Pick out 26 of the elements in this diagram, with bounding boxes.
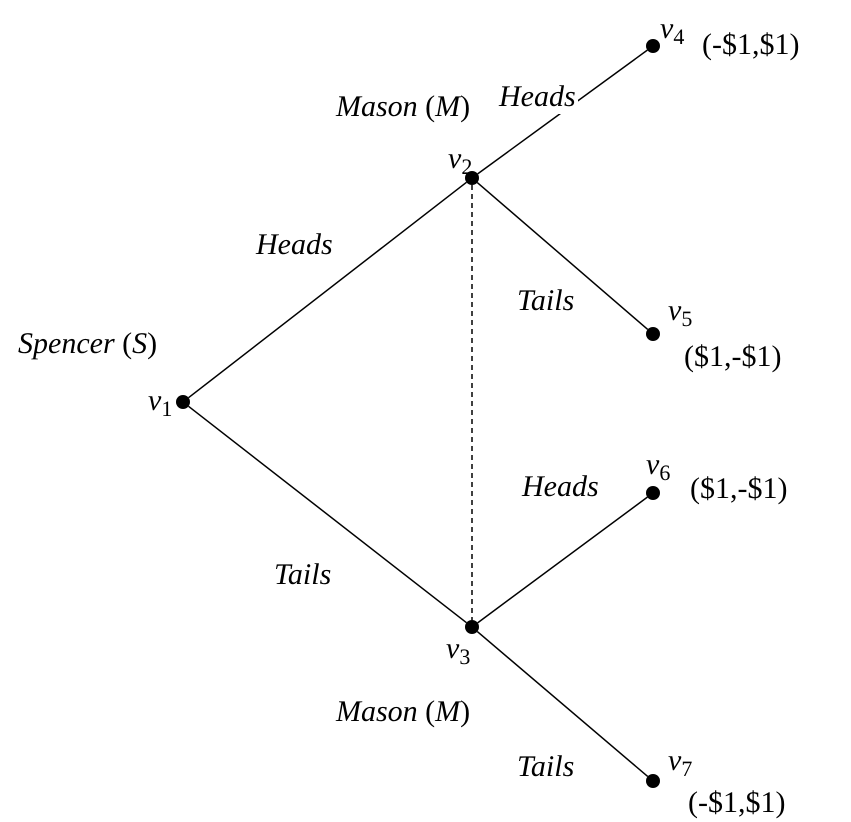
decision-node-dot xyxy=(465,620,479,634)
decision-node-dot xyxy=(646,486,660,500)
decision-node-dot xyxy=(646,774,660,788)
branch-line xyxy=(188,406,467,624)
branch-line xyxy=(477,496,648,624)
node-name: v$_{4}$ xyxy=(660,12,684,46)
player-label: Mason (M) xyxy=(336,695,470,729)
player-label: Spencer (S) xyxy=(18,327,158,361)
payoff-label: ($1,-$1) xyxy=(684,340,782,374)
node-name: v$_{5}$ xyxy=(668,294,692,328)
node-name: v$_{7}$ xyxy=(668,744,692,778)
player-label: Mason (M) xyxy=(336,90,470,124)
node-name: v$_{3}$ xyxy=(446,632,470,666)
branch-line xyxy=(477,50,648,174)
decision-node-dot xyxy=(646,327,660,341)
node-name: v$_{1}$ xyxy=(148,384,172,418)
branch-line xyxy=(188,182,467,398)
branch-line xyxy=(476,182,648,330)
decision-node-dot xyxy=(646,39,660,53)
node-name: v$_{6}$ xyxy=(646,448,670,482)
payoff-label: ($1,-$1) xyxy=(690,472,788,506)
branch-line xyxy=(476,630,648,778)
payoff-label: (-$1,$1) xyxy=(688,786,786,820)
payoff-label: (-$1,$1) xyxy=(702,28,800,62)
information-set-line xyxy=(471,185,473,620)
decision-node-dot xyxy=(176,395,190,409)
